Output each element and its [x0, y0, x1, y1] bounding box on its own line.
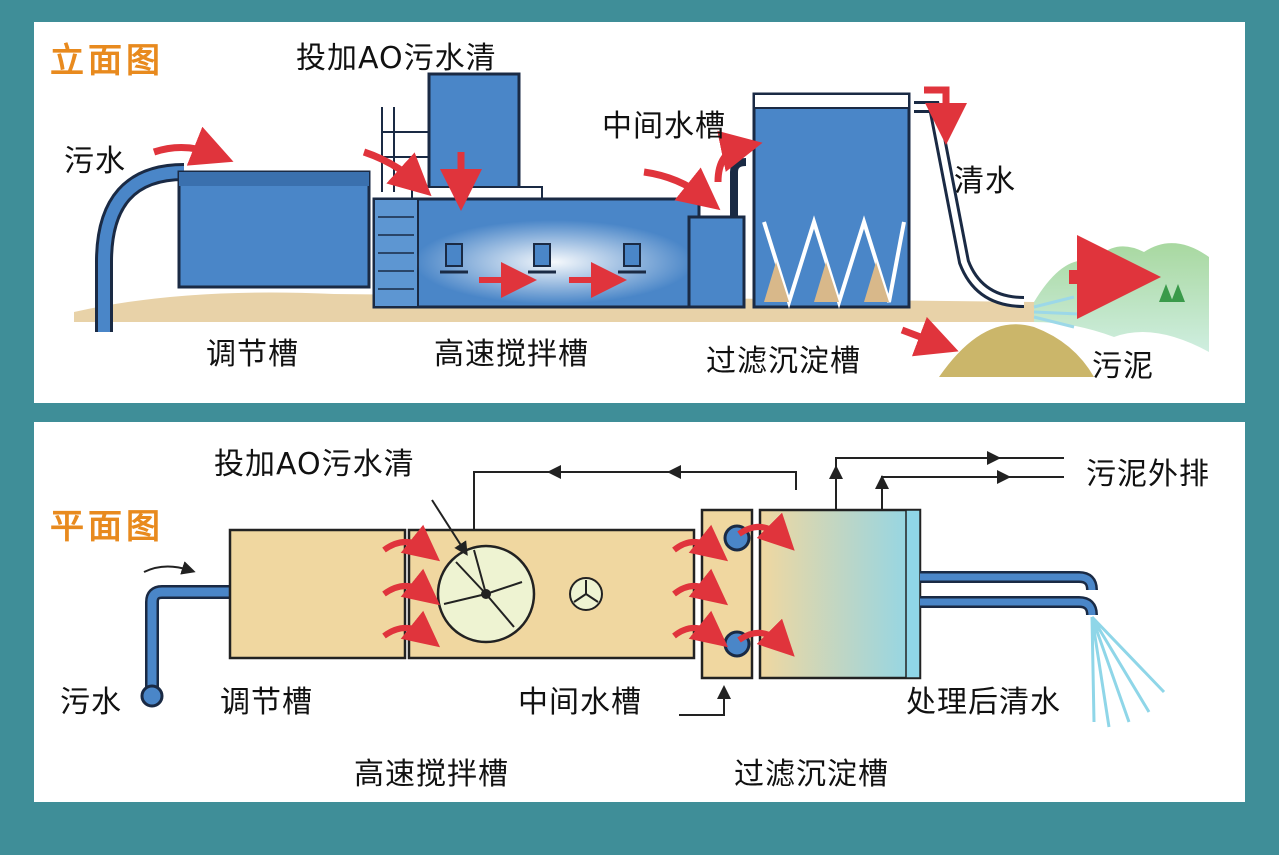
elevation-diagram [74, 72, 1209, 377]
plan-inlet-pipe [145, 585, 234, 690]
label-middle-tank: 中间水槽 [602, 109, 726, 144]
plan-label-treated-water: 处理后清水 [906, 685, 1061, 720]
plan-flow-arrows [382, 512, 795, 657]
label-clear-water: 清水 [954, 164, 1016, 199]
label-sludge: 污泥 [1092, 349, 1154, 384]
plan-return-line [473, 471, 797, 530]
plan-label-sewage: 污水 [60, 685, 122, 720]
regulating-tank [177, 170, 371, 289]
dosing-box [427, 72, 521, 196]
plan-label-sludge-out: 污泥外排 [1086, 457, 1210, 492]
plan-label-mixing-tank: 高速搅拌槽 [354, 757, 509, 792]
label-regulating-tank: 调节槽 [206, 337, 299, 372]
plan-water-spray [1090, 615, 1166, 728]
label-settling-tank: 过滤沉淀槽 [706, 344, 861, 379]
plan-label-middle-tank: 中间水槽 [518, 685, 642, 720]
stirrer-1 [440, 243, 468, 274]
elevation-panel: 立面图 投加AO污水清 污水 中间水槽 清水 调节槽 高速搅拌槽 过滤沉淀槽 污… [34, 22, 1245, 403]
plan-label-settling-tank: 过滤沉淀槽 [734, 757, 889, 792]
label-mixing-tank: 高速搅拌槽 [434, 337, 589, 372]
elevation-title: 立面图 [50, 41, 164, 81]
label-add-ao: 投加AO污水清 [296, 41, 497, 76]
plan-panel: 平面图 投加AO污水清 污泥外排 污水 调节槽 中间水槽 处理后清水 高速搅拌槽… [34, 422, 1245, 802]
label-sewage: 污水 [64, 144, 126, 179]
plan-diagram [140, 451, 1166, 728]
plan-label-add-ao: 投加AO污水清 [214, 447, 415, 482]
plan-sludge-out-lines [835, 457, 1064, 510]
middle-tank [687, 215, 746, 309]
plan-regulating-tank [228, 528, 407, 660]
sludge-pile [939, 324, 1094, 377]
plan-title: 平面图 [50, 507, 164, 547]
plan-settling-tank [758, 508, 922, 680]
plan-label-regulating-tank: 调节槽 [220, 685, 313, 720]
